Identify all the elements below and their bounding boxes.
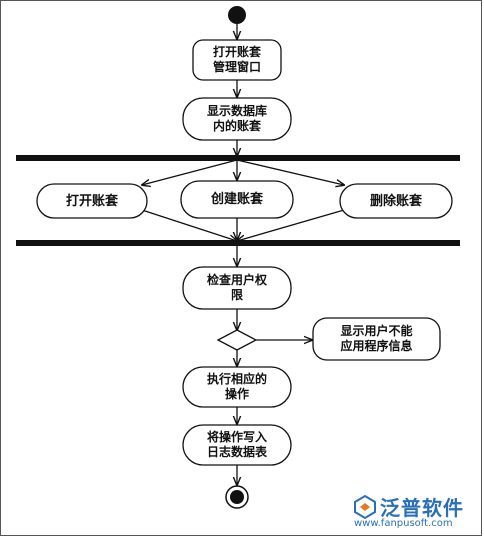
edge-fork-to-delete-account bbox=[236, 159, 344, 185]
action-open-account-manager bbox=[192, 39, 282, 81]
action-create-account bbox=[180, 180, 294, 219]
join-bar bbox=[16, 240, 460, 246]
edge-fork-to-open-account bbox=[142, 159, 238, 185]
action-check-permission bbox=[182, 266, 292, 310]
start-node bbox=[228, 6, 246, 24]
decision-node bbox=[216, 329, 258, 351]
label-show-no-access: 显示用户不能 应用程序信息 bbox=[340, 324, 413, 353]
label-check-permission: 检查用户权 限 bbox=[206, 273, 267, 302]
end-node-inner bbox=[230, 490, 244, 504]
edge-open-account-to-join bbox=[141, 209, 237, 241]
watermark-logo: 泛普软件 www.fanpusoft.com bbox=[352, 492, 480, 532]
watermark-url: www.fanpusoft.com bbox=[354, 518, 453, 529]
action-show-db-accounts bbox=[182, 97, 292, 141]
action-open-account bbox=[36, 183, 148, 219]
action-show-no-access bbox=[312, 317, 441, 361]
label-execute-operation: 执行相应的 操作 bbox=[206, 372, 267, 401]
label-open-account: 打开账套 bbox=[65, 193, 118, 209]
watermark-brand-name: 泛普软件 bbox=[380, 496, 464, 520]
label-open-account-manager: 打开账套 管理窗口 bbox=[212, 45, 261, 74]
label-show-db-accounts: 显示数据库 内的账套 bbox=[206, 104, 267, 133]
label-create-account: 创建账套 bbox=[210, 192, 263, 207]
brand-logo-icon bbox=[354, 494, 376, 520]
edge-delete-account-to-join bbox=[237, 209, 345, 241]
action-write-log bbox=[182, 424, 292, 466]
action-execute-operation bbox=[182, 366, 292, 408]
label-write-log: 将操作写入 日志数据表 bbox=[206, 430, 267, 459]
action-delete-account bbox=[339, 183, 453, 219]
label-delete-account: 删除账套 bbox=[369, 193, 422, 209]
fork-bar bbox=[16, 155, 460, 161]
